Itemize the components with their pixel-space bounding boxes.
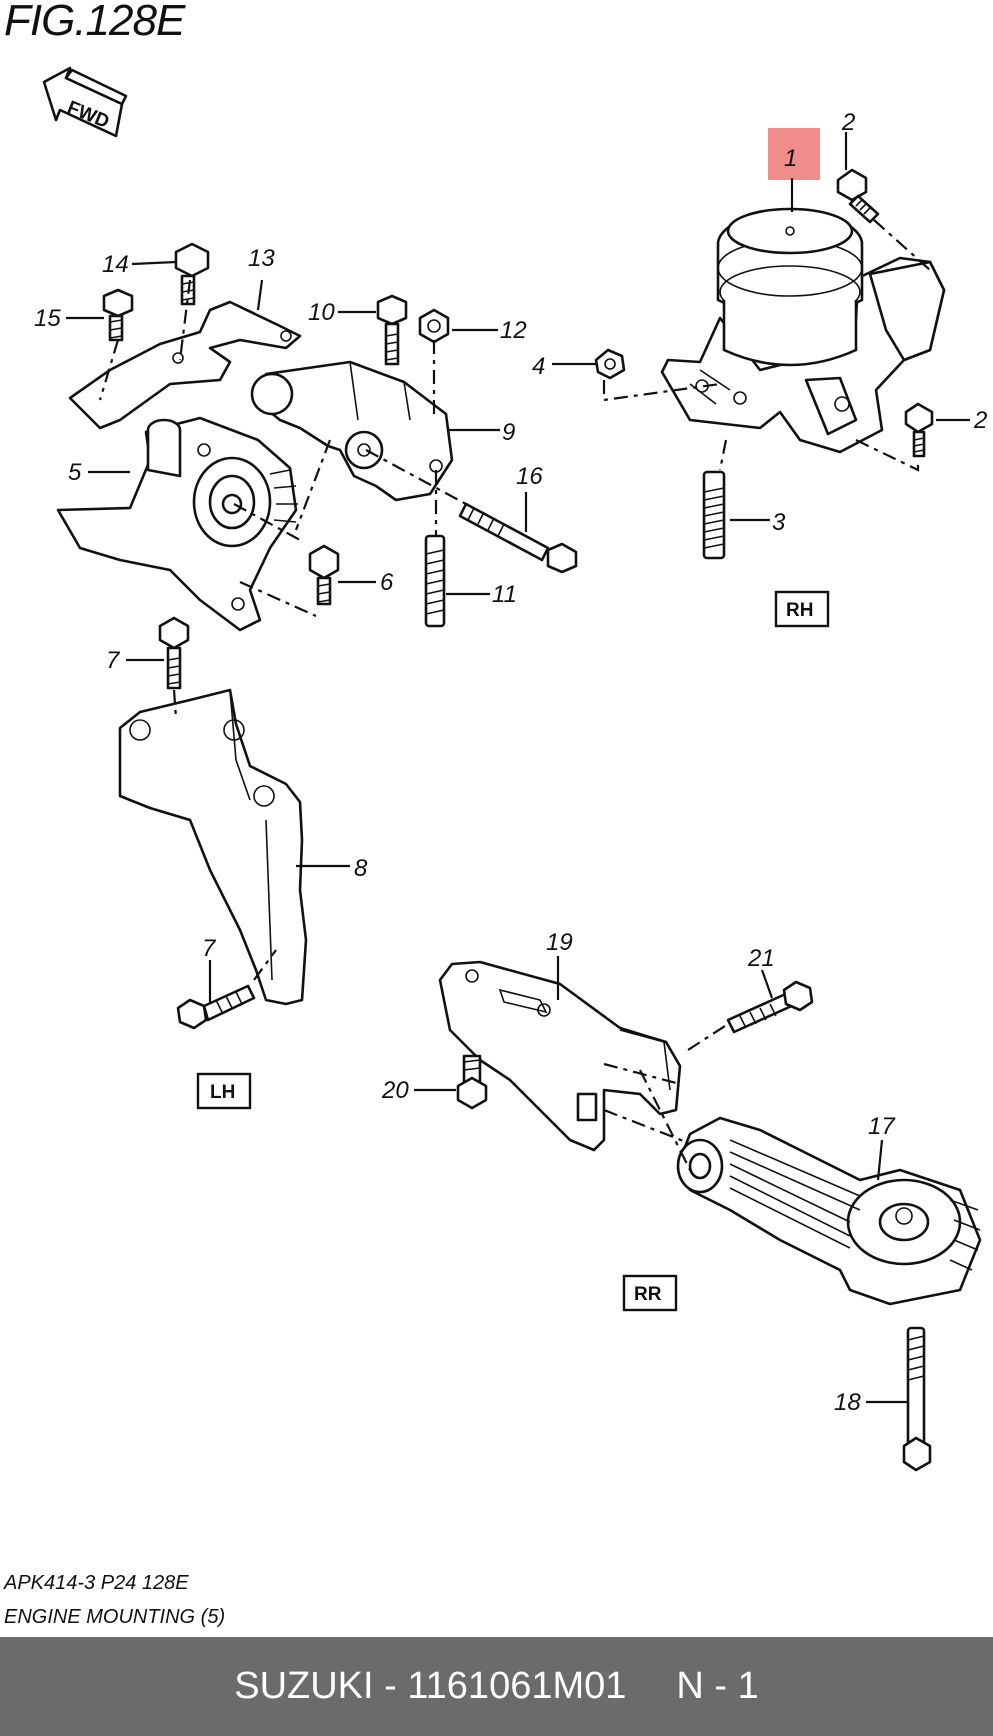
section-box-lh: LH [196, 1072, 252, 1110]
guide-line [365, 449, 467, 505]
callout-9[interactable]: 9 [502, 419, 515, 446]
guide-line [294, 439, 332, 531]
callout-16[interactable]: 16 [516, 463, 543, 490]
figure-description: ENGINE MOUNTING (5) [4, 1606, 226, 1628]
part-17-torque-rod[interactable] [676, 1116, 982, 1306]
guide-line [233, 503, 301, 541]
callout-17[interactable]: 17 [868, 1113, 896, 1140]
part-20-bolt[interactable] [456, 1054, 488, 1110]
highlight-box-part-1[interactable] [768, 128, 820, 180]
part-2-bolt-right[interactable] [904, 402, 934, 458]
callout-2-top[interactable]: 2 [841, 109, 855, 136]
fwd-arrow: FWD [42, 66, 128, 138]
callout-12[interactable]: 12 [500, 317, 527, 344]
part-13-bracket[interactable] [68, 300, 302, 430]
guide-line [602, 380, 721, 402]
part-6-bolt[interactable] [308, 544, 340, 606]
guide-line [98, 339, 120, 401]
guide-line [239, 580, 317, 618]
guide-line [172, 689, 178, 719]
guide-line [178, 279, 192, 361]
part-11-stud[interactable] [424, 534, 446, 628]
part-code: SUZUKI - 1161061M01 [234, 1665, 627, 1707]
callout-6[interactable]: 6 [380, 569, 394, 596]
section-box-rh: RH [774, 590, 830, 628]
guide-line [639, 1069, 691, 1171]
callout-13[interactable]: 13 [248, 245, 275, 272]
callout-15[interactable]: 15 [34, 305, 61, 332]
part-3-stud[interactable] [702, 470, 726, 560]
guide-line [855, 439, 920, 472]
callout-11[interactable]: 11 [492, 581, 517, 608]
callout-19[interactable]: 19 [546, 929, 573, 956]
figure-title: FIG.128E [4, 0, 185, 45]
guide-line [718, 439, 728, 471]
part-9-bracket[interactable] [250, 360, 454, 502]
section-label-lh: LH [210, 1082, 235, 1103]
exploded-parts-diagram: FWD [34, 66, 987, 1472]
callout-3[interactable]: 3 [772, 509, 786, 536]
callout-8[interactable]: 8 [354, 855, 368, 882]
part-info-bar: SUZUKI - 1161061M01 N - 1 [0, 1637, 993, 1736]
callout-1[interactable]: 1 [784, 145, 797, 172]
callout-4[interactable]: 4 [532, 353, 545, 380]
part-16-bolt[interactable] [458, 502, 578, 574]
callout-7-lower[interactable]: 7 [202, 935, 217, 962]
section-box-rr: RR [622, 1274, 678, 1312]
guide-line [687, 1023, 729, 1051]
part-15-bolt[interactable] [102, 288, 134, 342]
callout-20[interactable]: 20 [381, 1077, 409, 1104]
guide-line [253, 949, 277, 981]
part-21-bolt[interactable] [726, 980, 814, 1034]
part-19-bracket[interactable] [438, 960, 682, 1152]
callout-labels: 1 2 2 3 4 5 6 7 7 8 9 10 11 12 13 14 15 … [34, 109, 987, 1416]
part-14-bolt[interactable] [174, 242, 210, 306]
callout-7-upper[interactable]: 7 [106, 647, 121, 674]
section-label-rh: RH [786, 600, 813, 621]
callout-leaders [66, 132, 970, 1404]
part-quantity: N - 1 [676, 1665, 759, 1707]
callout-10[interactable]: 10 [308, 299, 335, 326]
section-label-rr: RR [634, 1284, 662, 1305]
guide-line [603, 1108, 687, 1144]
callout-2-right[interactable]: 2 [973, 407, 987, 434]
callout-5[interactable]: 5 [68, 459, 82, 486]
part-10-bolt[interactable] [376, 294, 408, 366]
callout-14[interactable]: 14 [102, 251, 129, 278]
callout-21[interactable]: 21 [747, 945, 775, 972]
part-7-bolt-upper[interactable] [158, 616, 190, 690]
part-8-bracket[interactable] [118, 688, 308, 1006]
callout-18[interactable]: 18 [834, 1389, 861, 1416]
figure-reference-code: APK414-3 P24 128E [4, 1572, 189, 1594]
part-5-lh-engine-mount[interactable] [56, 416, 298, 632]
guide-line [873, 219, 931, 271]
part-4-nut[interactable] [594, 348, 626, 380]
part-7-bolt-lower[interactable] [176, 984, 256, 1030]
part-18-bolt[interactable] [902, 1326, 932, 1472]
part-1-rh-engine-mount[interactable] [660, 207, 946, 454]
part-2-bolt-top[interactable] [836, 168, 880, 224]
part-12-nut[interactable] [418, 308, 450, 344]
